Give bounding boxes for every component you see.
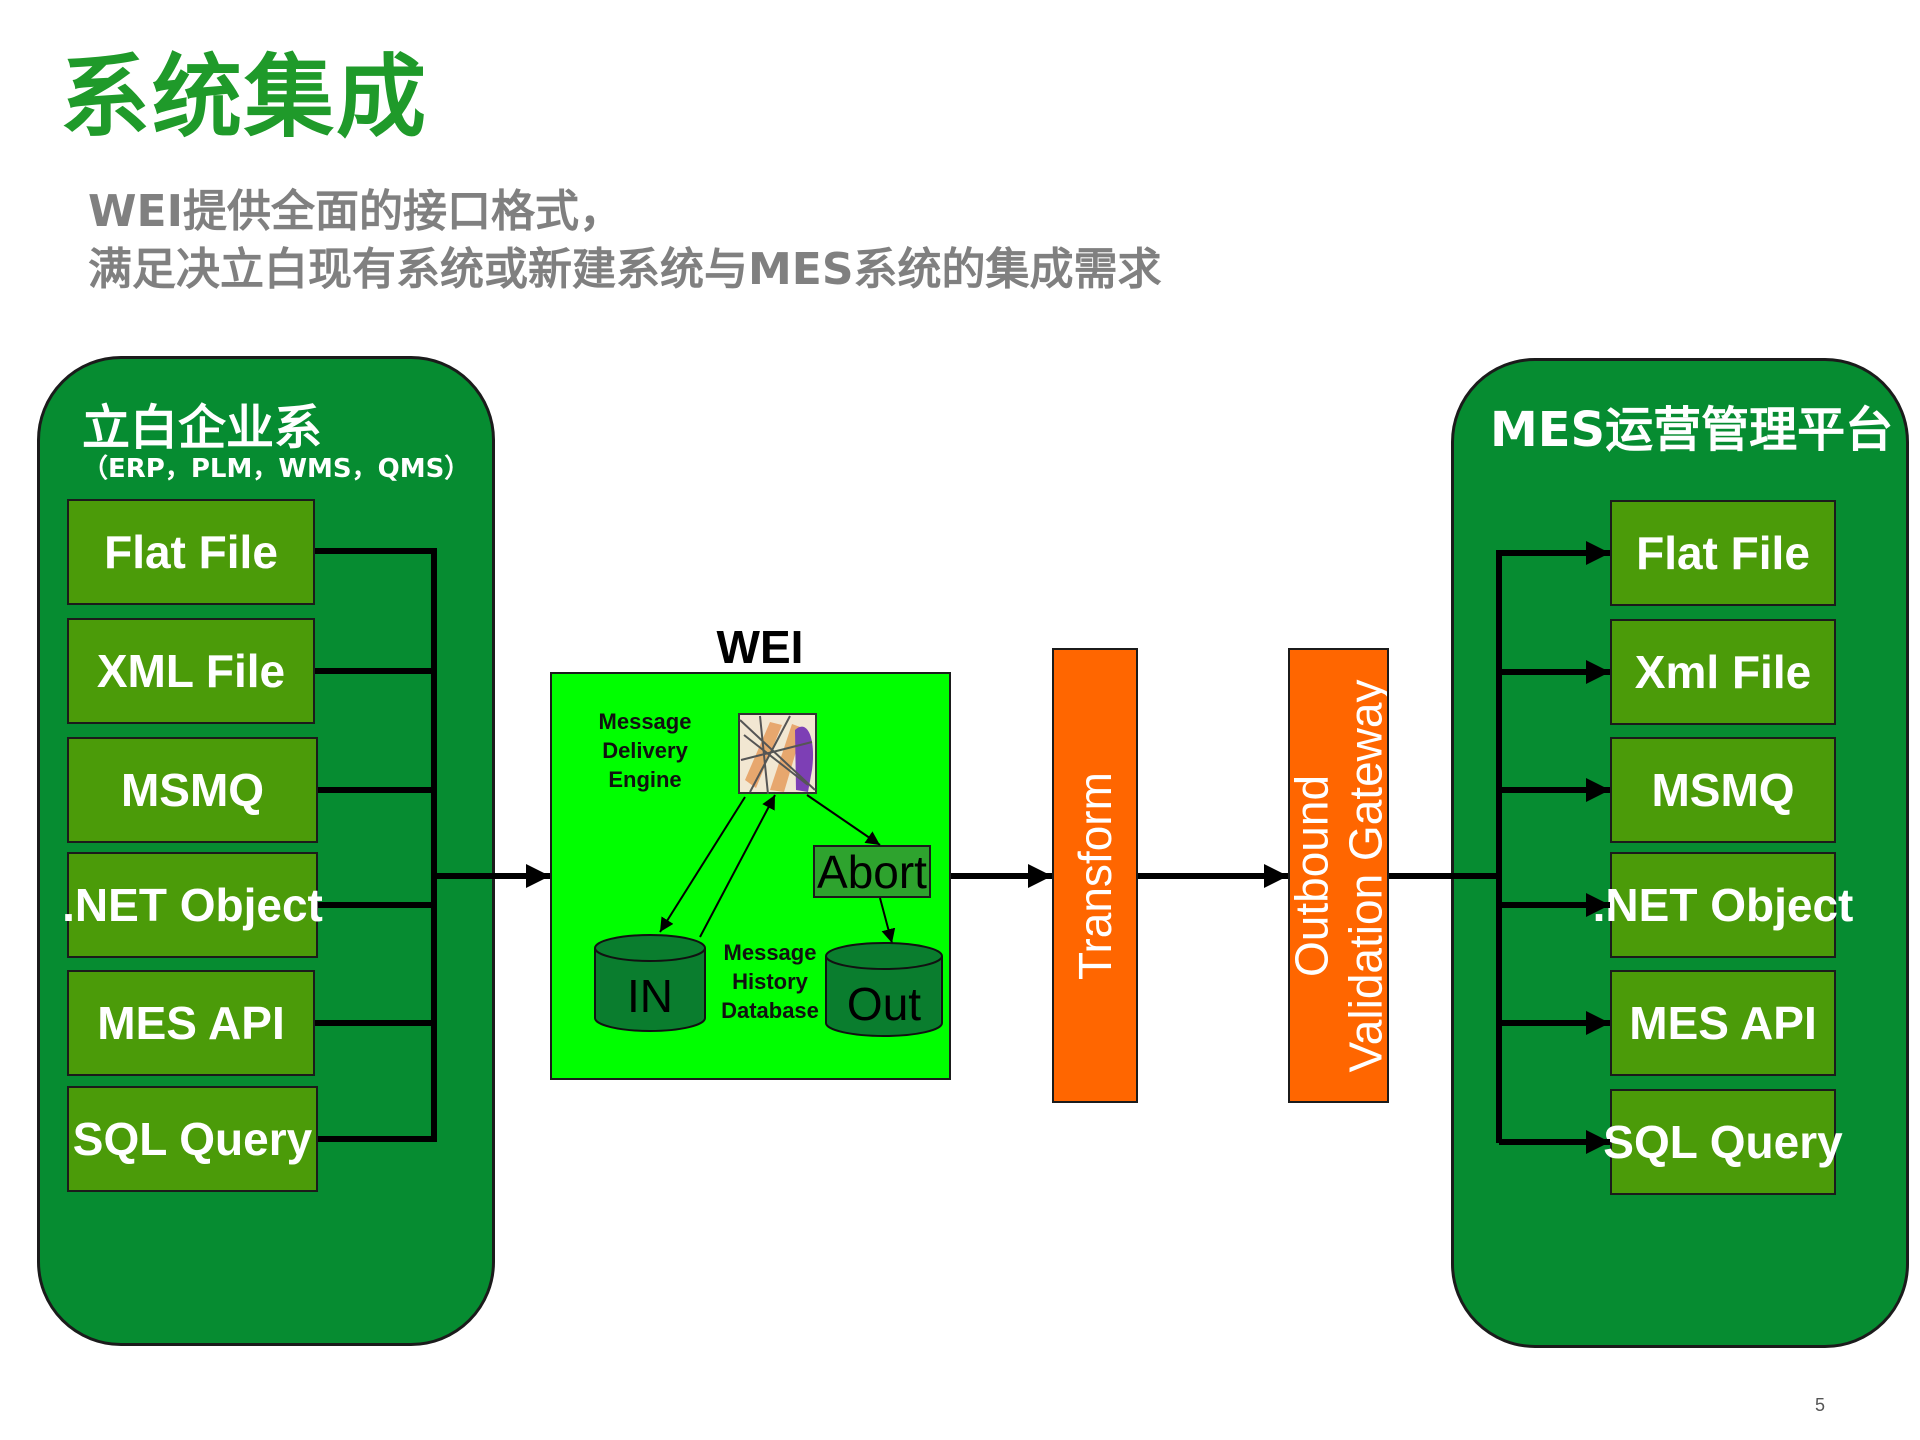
right-item-xml-file: Xml File	[1610, 619, 1836, 725]
subtitle-line-1: WEI提供全面的接口格式，	[88, 186, 623, 237]
history-label-line-3: Database	[721, 998, 819, 1024]
subtitle-line-2: 满足决立白现有系统或新建系统与MES系统的集成需求	[88, 244, 1162, 295]
mes-panel-title: MES运营管理平台	[1490, 402, 1894, 458]
left-item-xml-file: XML File	[67, 618, 315, 724]
engine-label-line-3: Engine	[608, 767, 682, 793]
engine-label-line-1: Message	[598, 709, 692, 734]
right-item-net-object: .NET Object	[1593, 852, 1853, 958]
history-label-line-1: Message	[723, 940, 817, 965]
right-connector-arrows	[1499, 541, 1610, 1154]
wei-internal-arrows	[659, 794, 896, 944]
left-item-flat-file: Flat File	[67, 499, 315, 605]
transform-bar: Transform	[1052, 648, 1138, 1103]
abort-box: Abort	[813, 845, 931, 898]
left-item-mes-api: MES API	[67, 970, 315, 1076]
enterprise-panel-title: 立白企业系	[82, 400, 323, 456]
history-label-line-2: History	[732, 969, 808, 995]
right-connector-lines	[1389, 550, 1502, 1143]
out-label: Out	[847, 978, 921, 1030]
page-title: 系统集成	[60, 45, 428, 150]
enterprise-panel-subtitle: （ERP，PLM，WMS，QMS）	[82, 454, 471, 484]
wei-label: WEI	[716, 621, 804, 673]
in-label: IN	[627, 970, 673, 1022]
left-item-sql-query: SQL Query	[67, 1086, 318, 1192]
engine-label-line-2: Delivery	[602, 738, 688, 764]
delivery-engine-icon	[738, 713, 817, 795]
message-delivery-engine-label: Message Delivery Engine	[575, 707, 715, 794]
left-item-msmq: MSMQ	[67, 737, 318, 843]
right-item-sql-query: SQL Query	[1603, 1089, 1843, 1195]
right-item-msmq: MSMQ	[1610, 737, 1836, 843]
left-connector-lines	[315, 548, 437, 1142]
right-item-mes-api: MES API	[1610, 970, 1836, 1076]
out-database-cylinder	[825, 942, 943, 1037]
outbound-validation-gateway-bar: Outbound Validation Gateway	[1288, 648, 1389, 1103]
in-database-cylinder	[594, 934, 706, 1032]
right-item-flat-file: Flat File	[1610, 500, 1836, 606]
message-history-database-label: Message History Database	[710, 938, 830, 1025]
page-number: 5	[1815, 1395, 1826, 1415]
left-item-net-object: .NET Object	[62, 852, 323, 958]
